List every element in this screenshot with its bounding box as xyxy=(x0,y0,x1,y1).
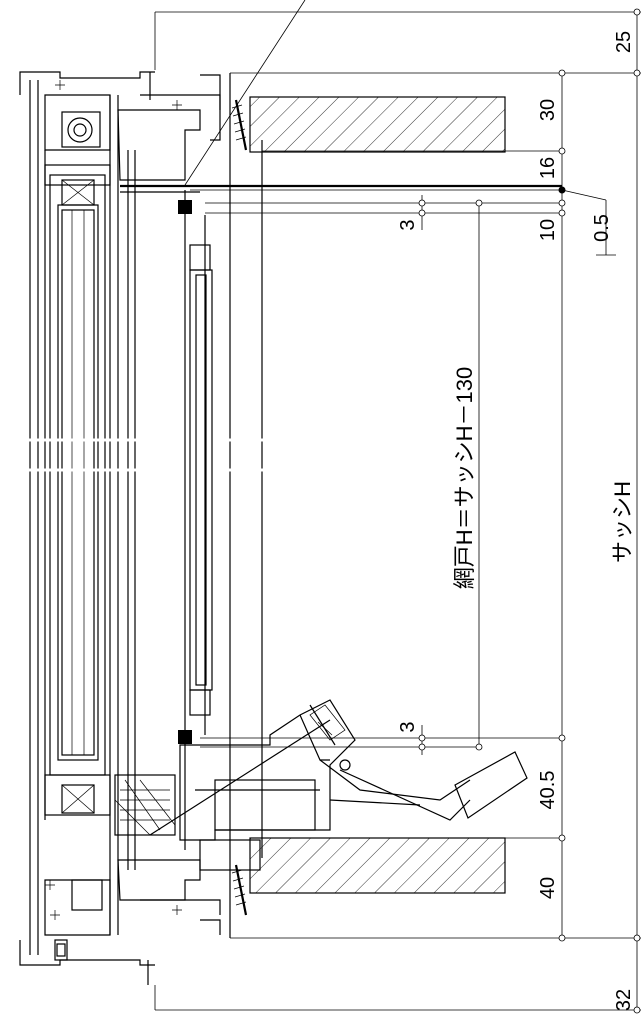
dim-0-5: 0.5 xyxy=(591,214,613,242)
glass-unit xyxy=(20,164,280,816)
dim-32: 32 xyxy=(613,989,635,1011)
dim-3-bottom: 3 xyxy=(397,721,419,732)
dimension-labels: 25 30 16 10 0.5 3 3 40.5 40 32 xyxy=(397,31,635,1011)
wall-blocks xyxy=(229,73,506,938)
dim-16: 16 xyxy=(537,157,559,179)
sash-height-label: サッシH xyxy=(610,481,635,563)
lock-handle xyxy=(114,699,528,871)
dim-10: 10 xyxy=(537,219,559,241)
dim-25: 25 xyxy=(613,31,635,53)
height-labels: 網戸H＝サッシH－130 サッシH xyxy=(452,367,635,589)
dim-40: 40 xyxy=(537,877,559,899)
dimension-ticks xyxy=(418,8,641,1014)
dim-3-top: 3 xyxy=(397,219,419,230)
screen-frame xyxy=(120,184,562,850)
lower-wall-block xyxy=(249,837,506,894)
sash-frame xyxy=(19,71,221,985)
dim-40-5: 40.5 xyxy=(537,771,559,810)
upper-wall-block xyxy=(249,96,506,153)
dim-30: 30 xyxy=(537,99,559,121)
screen-height-label: 網戸H＝サッシH－130 xyxy=(452,367,477,589)
